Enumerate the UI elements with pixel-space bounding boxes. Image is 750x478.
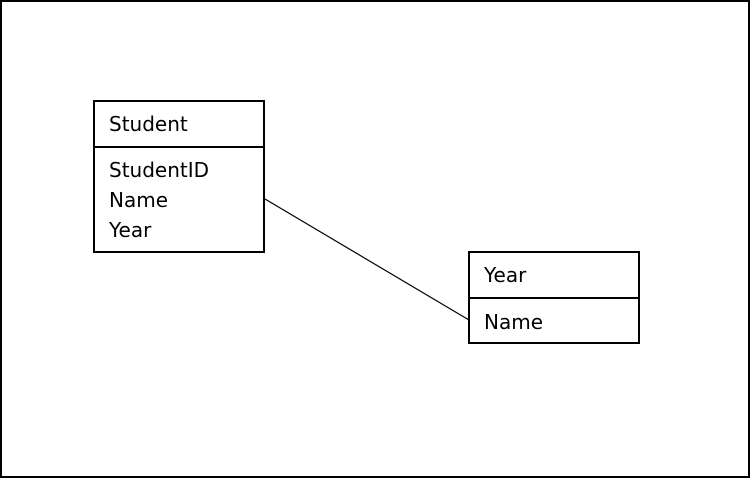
student-entity-attributes: StudentID Name Year — [95, 148, 263, 245]
student-attr-name: Name — [109, 188, 169, 212]
year-attr-name: Name — [484, 310, 544, 334]
student-entity: Student StudentID Name Year — [93, 100, 265, 253]
student-name-to-year-name-line — [264, 198, 470, 321]
student-attr-year: Year — [109, 218, 152, 242]
year-entity: Year Name — [468, 251, 640, 344]
year-entity-attributes: Name — [470, 299, 638, 337]
student-entity-title: Student — [95, 102, 263, 148]
year-entity-title: Year — [470, 253, 638, 299]
student-attr-studentid: StudentID — [109, 158, 210, 182]
